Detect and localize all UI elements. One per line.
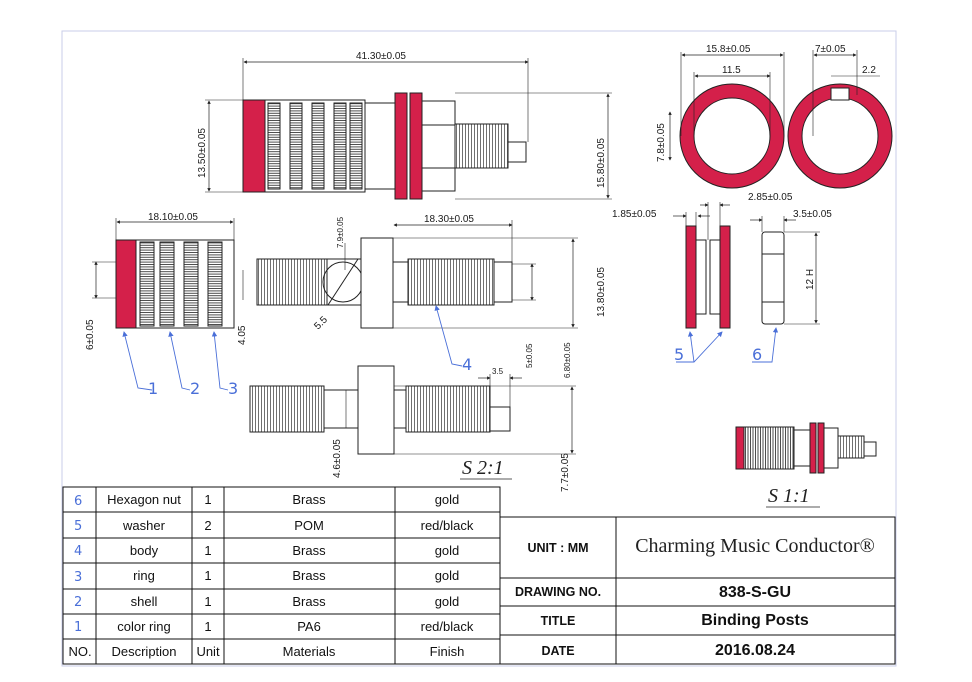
unit-label: UNIT : MM	[527, 541, 588, 555]
bom-mat-2: Brass	[292, 594, 326, 609]
dim-overall-length: 41.30±0.05	[356, 51, 406, 62]
washer-front-views	[668, 50, 893, 189]
bom-header-materials: Materials	[283, 644, 336, 659]
bom-no-6: 6	[74, 494, 82, 509]
dim-washer-thickness: 1.85±0.05	[612, 209, 657, 220]
bom-unit-2: 1	[204, 594, 211, 609]
bom-header-no: NO.	[68, 644, 91, 659]
bom-unit-3: 1	[204, 568, 211, 583]
bom-no-5: 5	[74, 519, 82, 534]
dim-washer-od: 15.8±0.05	[706, 44, 751, 55]
dim-body-height: 13.50±0.05	[197, 128, 208, 178]
exploded-shell	[92, 218, 244, 329]
bom-mat-1: PA6	[297, 619, 321, 634]
bom-no-1: 1	[74, 620, 82, 635]
scale-detail: S 2:1	[462, 457, 504, 479]
bom-mat-5: POM	[294, 518, 324, 533]
dim-washer-inner: 7.8±0.05	[656, 123, 667, 162]
stud-side-view	[249, 365, 576, 455]
bom-mat-6: Brass	[292, 492, 326, 507]
dim-washer-id: 11.5	[722, 65, 741, 76]
bom-header-description: Description	[111, 644, 176, 659]
dim-body-length: 18.30±0.05	[424, 214, 474, 225]
dim-key-width: 2.2	[862, 65, 876, 76]
callout-3: 3	[228, 379, 238, 398]
callout-5: 5	[674, 345, 684, 364]
drawing-title: Binding Posts	[701, 612, 809, 629]
bom-desc-6: Hexagon nut	[107, 492, 181, 507]
bom-no-4: 4	[74, 544, 82, 559]
dim-shell-diameter: 6±0.05	[85, 319, 96, 350]
bom-mat-4: Brass	[292, 543, 326, 558]
bom-no-2: 2	[74, 595, 82, 610]
bom-table	[62, 486, 501, 665]
bom-unit-1: 1	[204, 619, 211, 634]
dim-thread-diameter: 6.80±0.05	[563, 342, 572, 378]
scale-full: S 1:1	[768, 485, 810, 507]
dim-nut-thickness: 3.5±0.05	[793, 209, 832, 220]
dim-nut-height: 15.80±0.05	[596, 138, 607, 188]
bom-desc-2: shell	[131, 594, 158, 609]
drawing-frame	[61, 30, 897, 667]
callout-4: 4	[462, 355, 472, 374]
dim-hole-diameter: 7.9±0.05	[336, 216, 345, 248]
bom-no-3: 3	[74, 570, 82, 585]
washer-nut-side-views	[673, 202, 820, 329]
title-label: TITLE	[541, 614, 576, 628]
bom-finish-1: red/black	[421, 619, 474, 634]
bom-mat-3: Brass	[292, 568, 326, 583]
bom-unit-4: 1	[204, 543, 211, 558]
bom-header-finish: Finish	[430, 644, 465, 659]
dim-gap: 2.85±0.05	[748, 192, 793, 203]
dim-shell-length: 18.10±0.05	[148, 212, 198, 223]
dim-ring-width: 4.05	[237, 325, 248, 345]
bom-desc-4: body	[130, 543, 159, 558]
company-name: Charming Music Conductor®	[635, 535, 875, 557]
date-label: DATE	[541, 644, 574, 658]
assembly-full-scale	[735, 422, 877, 474]
dim-collar-height: 13.80±0.05	[596, 267, 607, 317]
drawing-no-label: DRAWING NO.	[515, 585, 601, 599]
bom-finish-2: gold	[435, 594, 460, 609]
dim-pin-length: 3.5	[492, 367, 504, 376]
assembly-side-view	[205, 58, 612, 200]
exploded-body	[256, 220, 578, 329]
dim-stud-diameter: 4.6±0.05	[332, 439, 343, 478]
callout-1: 1	[148, 379, 158, 398]
bom-desc-5: washer	[122, 518, 166, 533]
bom-unit-5: 2	[204, 518, 211, 533]
dim-nut-across: 12 H	[805, 269, 816, 290]
bom-finish-4: gold	[435, 543, 460, 558]
callout-2: 2	[190, 379, 200, 398]
bom-finish-5: red/black	[421, 518, 474, 533]
bom-finish-6: gold	[435, 492, 460, 507]
drawing-no: 838-S-GU	[719, 584, 791, 601]
drawing-date: 2016.08.24	[715, 642, 795, 659]
dim-hole-depth: 5.5	[312, 314, 330, 332]
dim-stud-height: 7.7±0.05	[560, 453, 571, 492]
bom-unit-6: 1	[204, 492, 211, 507]
dim-washer-offset: 7±0.05	[815, 44, 846, 55]
dim-pin-diameter: 5±0.05	[525, 343, 534, 368]
bom-header-unit: Unit	[196, 644, 220, 659]
bom-desc-3: ring	[133, 568, 155, 583]
callout-6: 6	[752, 345, 762, 364]
bom-finish-3: gold	[435, 568, 460, 583]
title-block	[499, 516, 896, 665]
bom-desc-1: color ring	[117, 619, 170, 634]
callout-leaders	[122, 305, 779, 391]
